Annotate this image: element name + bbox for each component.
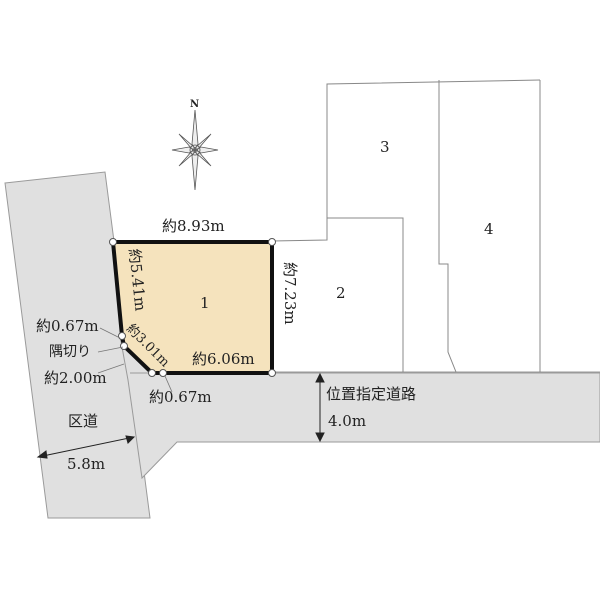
lot-1-label: 1: [200, 294, 210, 312]
corner-cut-label: 隅切り: [49, 344, 91, 360]
designated-road-width-arrow: [315, 372, 325, 443]
lot-3-outline: [326, 79, 541, 218]
lot-3-label: 3: [380, 138, 390, 156]
lot-2-label: 2: [336, 284, 346, 302]
designated-road-width: 4.0m: [328, 412, 367, 430]
corner-markers: [109, 238, 276, 377]
designated-road-label: 位置指定道路: [326, 385, 417, 403]
ward-road-width-arrow: [36, 435, 136, 459]
dim-top: 約8.93m: [162, 217, 225, 235]
ward-road-width: 5.8m: [67, 455, 106, 473]
lot-4-label: 4: [484, 220, 494, 238]
dim-corner-length: 約2.00m: [44, 369, 107, 387]
dim-corner-lower: 約0.67m: [149, 388, 212, 406]
dim-corner-upper: 約0.67m: [36, 317, 99, 335]
compass-icon: [171, 109, 219, 191]
ward-road-label: 区道: [68, 412, 99, 430]
compass-north-label: N: [190, 99, 200, 110]
dim-right: 約7.23m: [281, 262, 299, 325]
dim-bottom: 約6.06m: [192, 350, 255, 368]
